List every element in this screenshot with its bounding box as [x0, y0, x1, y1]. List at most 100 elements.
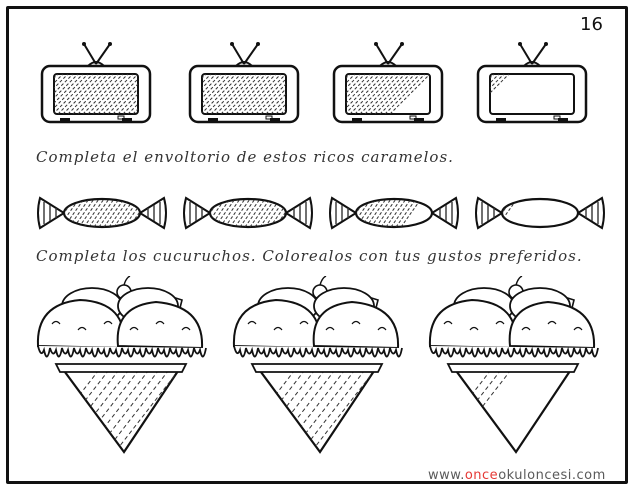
scoop-front-right — [116, 300, 204, 350]
candy-twist-left — [183, 196, 212, 230]
candy-twist-left — [37, 196, 66, 230]
tv-screen — [489, 73, 575, 115]
scoop-front-right — [312, 300, 400, 350]
tv-screen-hatching — [202, 74, 286, 114]
scoop-curl — [573, 326, 583, 331]
tv-foot-right — [558, 118, 568, 121]
scoop-curl — [103, 320, 113, 325]
scoop-curl — [247, 320, 257, 325]
tv-knob — [117, 115, 125, 120]
tv-3 — [332, 42, 444, 124]
instruction-candies: Completa el envoltorio de estos ricos ca… — [36, 148, 454, 166]
scoop-curl — [351, 320, 361, 325]
tv-foot-left — [60, 118, 70, 121]
watermark-prefix: www. — [428, 468, 465, 483]
cone-rim — [446, 363, 580, 373]
antenna-left — [83, 43, 97, 65]
candy-twist-right — [430, 196, 459, 230]
cone-1 — [36, 276, 207, 454]
antenna-right — [387, 43, 403, 65]
scoop-curl — [273, 326, 283, 331]
scoop-drip — [233, 345, 403, 358]
scoop-curl — [325, 326, 335, 331]
scoop-curl — [547, 320, 557, 325]
scoop-curl — [51, 320, 61, 325]
antenna-right — [95, 43, 111, 65]
scoop-curl — [77, 326, 87, 331]
antenna-left — [231, 43, 245, 65]
scoop-front-right — [508, 300, 596, 350]
antenna-right — [243, 43, 259, 65]
antenna-right — [531, 43, 547, 65]
watermark: www.onceokuloncesi.com — [428, 468, 606, 483]
tv-knob — [265, 115, 273, 120]
scoop-curl — [299, 320, 309, 325]
cone-2 — [232, 276, 403, 454]
antenna-tip-right — [256, 42, 260, 46]
scoop-curl — [469, 326, 479, 331]
candy-body — [500, 197, 580, 229]
tv-screen-hatching — [490, 74, 510, 114]
scoop-curl — [495, 320, 505, 325]
candy-hatching — [356, 199, 422, 227]
antenna-left — [519, 43, 533, 65]
cone-rim — [54, 363, 188, 373]
tv-screen — [53, 73, 139, 115]
cherry-stem — [123, 276, 131, 286]
tv-1 — [40, 42, 152, 124]
scoop-drip — [429, 345, 599, 358]
tv-foot-left — [208, 118, 218, 121]
cone-shell — [451, 366, 575, 454]
tv-screen — [201, 73, 287, 115]
tv-foot-right — [414, 118, 424, 121]
tv-knob — [553, 115, 561, 120]
antenna-tip-right — [544, 42, 548, 46]
antenna-tip-left — [82, 42, 86, 46]
cone-rim — [250, 363, 384, 373]
cone-3 — [428, 276, 599, 454]
scoop-curl — [155, 320, 165, 325]
candy-twist-right — [576, 196, 605, 230]
scoop-drip — [37, 345, 207, 358]
tv-foot-right — [122, 118, 132, 121]
tv-screen-hatching — [346, 74, 430, 114]
candy-4 — [475, 196, 605, 230]
tv-screen-hatching — [54, 74, 138, 114]
tv-foot-left — [352, 118, 362, 121]
tv-4 — [476, 42, 588, 124]
candy-3 — [329, 196, 459, 230]
cone-shell — [255, 366, 379, 454]
cherry-stem — [319, 276, 327, 286]
antenna-tip-left — [374, 42, 378, 46]
antenna-tip-left — [518, 42, 522, 46]
candy-1 — [37, 196, 167, 230]
candy-twist-left — [329, 196, 358, 230]
antenna-left — [375, 43, 389, 65]
scoop-curl — [443, 320, 453, 325]
watermark-accent: once — [464, 468, 499, 483]
tv-knob — [409, 115, 417, 120]
antenna-tip-right — [108, 42, 112, 46]
scoop-curl — [377, 326, 387, 331]
candy-2 — [183, 196, 313, 230]
tv-screen — [345, 73, 431, 115]
tv-2 — [188, 42, 300, 124]
candy-hatching — [502, 199, 518, 227]
scoop-curl — [521, 326, 531, 331]
scoop-curl — [181, 326, 191, 331]
instruction-cones: Completa los cucuruchos. Colorealos con … — [36, 247, 583, 265]
antenna-tip-right — [400, 42, 404, 46]
candy-twist-left — [475, 196, 504, 230]
cherry-stem — [515, 276, 523, 286]
tv-foot-left — [496, 118, 506, 121]
worksheet-frame — [6, 6, 628, 484]
scoop-curl — [129, 326, 139, 331]
cone-shell — [59, 366, 183, 454]
watermark-suffix: okuloncesi.com — [498, 468, 606, 483]
candy-twist-right — [138, 196, 167, 230]
page-number: 16 — [580, 14, 603, 35]
antenna-tip-left — [230, 42, 234, 46]
candy-twist-right — [284, 196, 313, 230]
tv-foot-right — [270, 118, 280, 121]
